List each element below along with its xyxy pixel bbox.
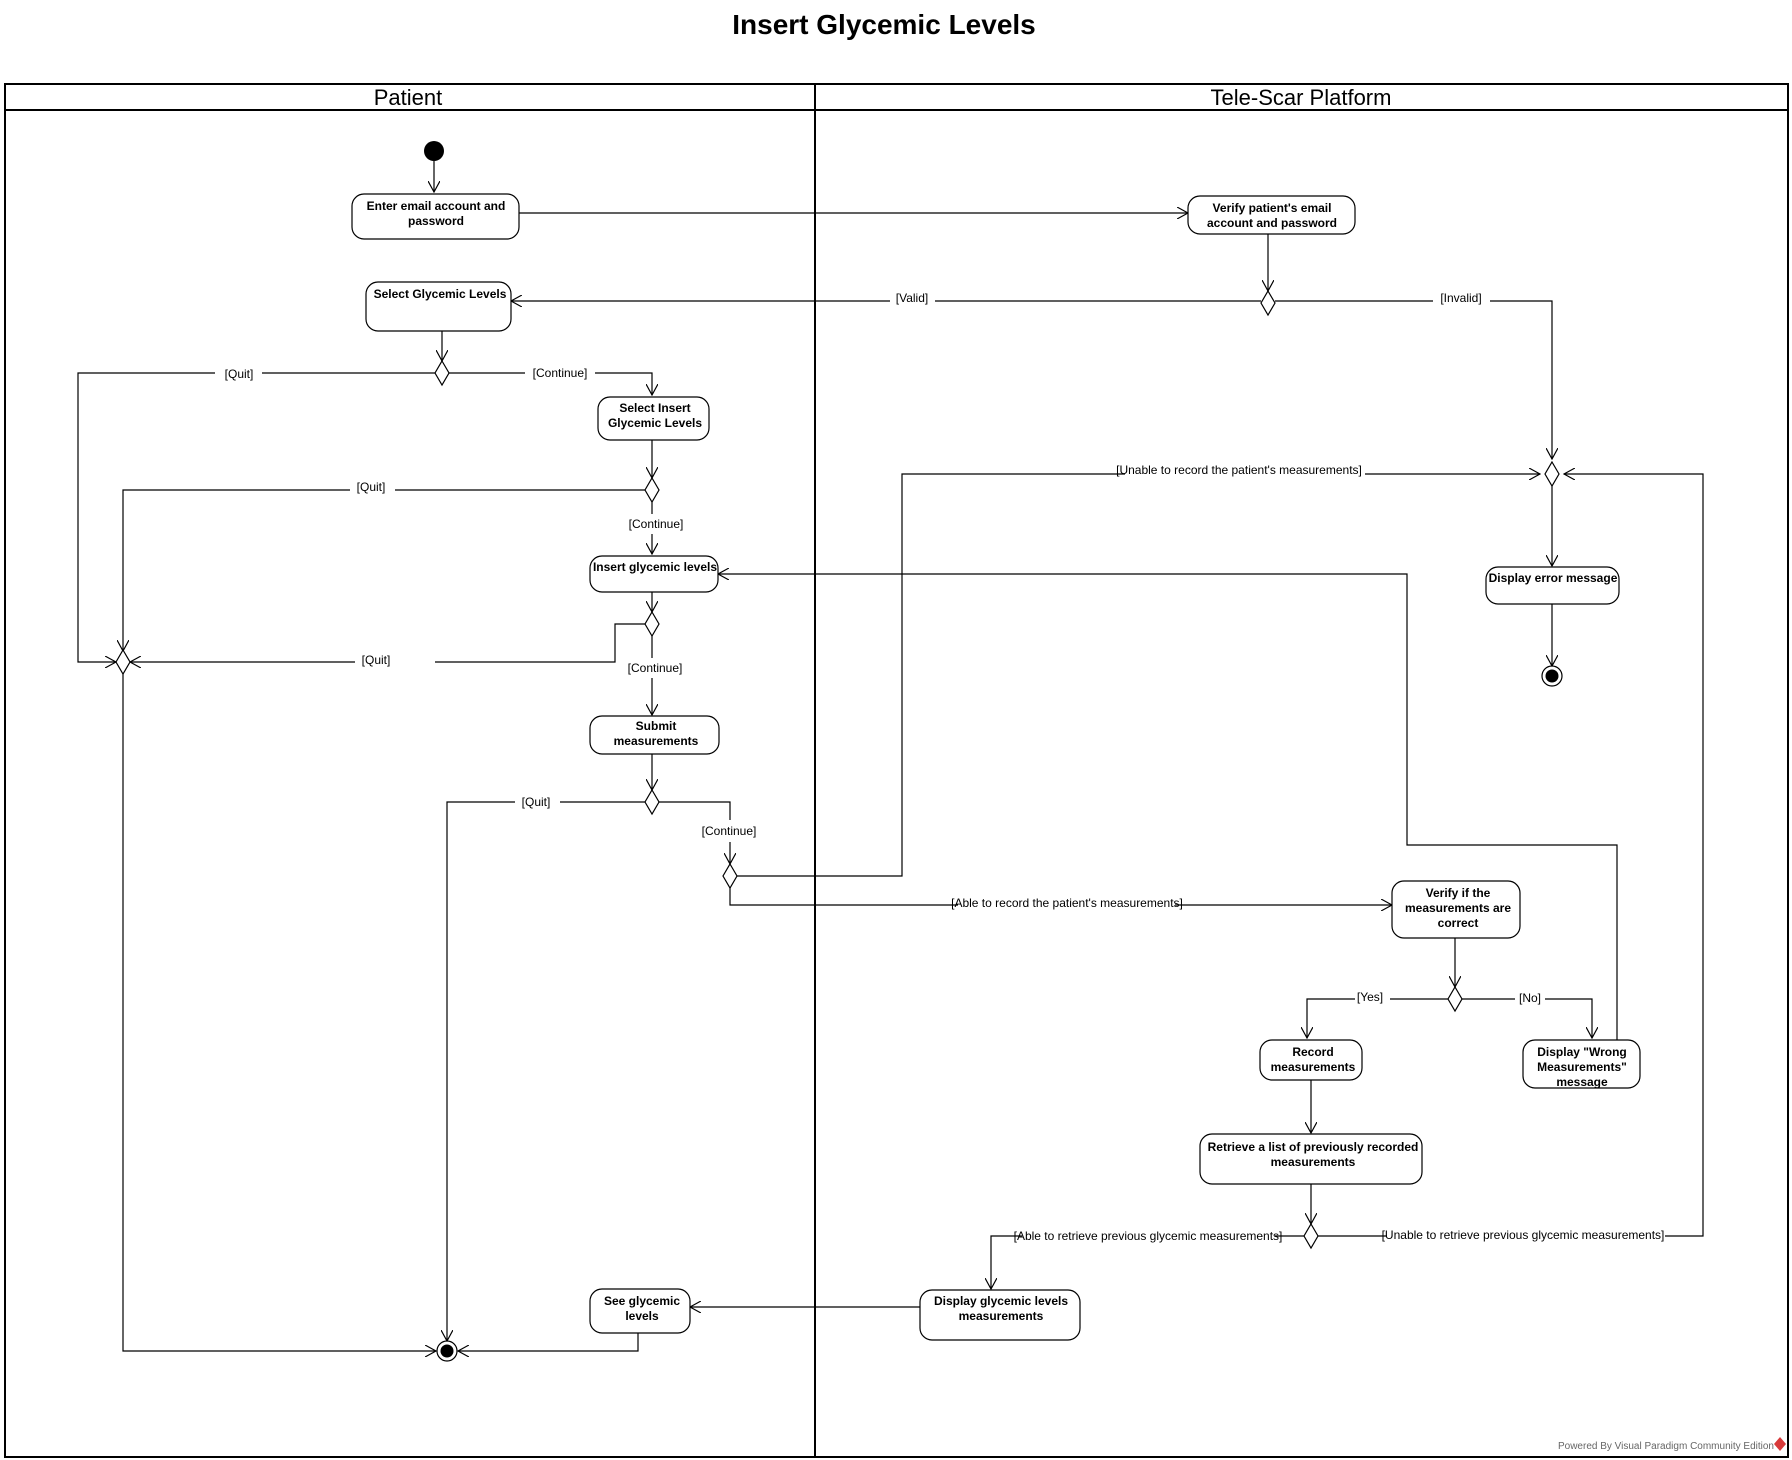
vp-logo-icon	[1774, 1437, 1786, 1451]
guard-labels: [Valid] [Invalid] [Quit] [Continue] [Qui…	[225, 291, 1665, 1243]
guard-valid: [Valid]	[896, 291, 928, 305]
decision-record	[722, 862, 738, 890]
guard-continue-insert: [Continue]	[628, 661, 683, 675]
guard-unable-retrieve: [Unable to retrieve previous glycemic me…	[1382, 1228, 1665, 1242]
guard-able-retrieve: [Able to retrieve previous glycemic meas…	[1014, 1229, 1283, 1243]
guard-quit-menu: [Quit]	[357, 480, 386, 494]
action-insert-levels: Insert glycemic levels	[589, 555, 719, 593]
final-node-error	[1541, 665, 1563, 687]
guard-quit-insert: [Quit]	[362, 653, 391, 667]
control-flows	[77, 161, 1704, 1351]
guard-unable-record: [Unable to record the patient's measurem…	[1116, 463, 1362, 477]
decision-submit	[644, 788, 660, 816]
lane-title-patient: Patient	[374, 85, 443, 110]
diagram-title: Insert Glycemic Levels	[732, 9, 1036, 40]
decision-nodes	[115, 289, 1560, 1250]
decision-insert	[644, 610, 660, 638]
decision-retrieve	[1303, 1222, 1319, 1250]
action-select-glycemic: Select Glycemic Levels	[365, 281, 512, 332]
guard-continue-menu: [Continue]	[629, 517, 684, 531]
merge-quit	[115, 648, 131, 676]
lane-title-platform: Tele-Scar Platform	[1211, 85, 1392, 110]
guard-quit-select: [Quit]	[225, 367, 254, 381]
svg-text:Retrieve a list of previously: Retrieve a list of previously recordedme…	[1208, 1140, 1419, 1169]
guard-continue-select: [Continue]	[533, 366, 588, 380]
decision-select	[434, 359, 450, 387]
decision-insert-menu	[644, 476, 660, 504]
action-display-error: Display error message	[1485, 566, 1620, 605]
guard-continue-submit: [Continue]	[702, 824, 757, 838]
final-node-patient	[436, 1340, 458, 1362]
swimlane-frame	[4, 83, 1789, 1458]
guard-able-record: [Able to record the patient's measuremen…	[951, 896, 1183, 910]
decision-correct	[1447, 985, 1463, 1013]
svg-text:Display error message: Display error message	[1489, 571, 1618, 585]
guard-quit-submit: [Quit]	[522, 795, 551, 809]
svg-text:Insert glycemic levels: Insert glycemic levels	[593, 560, 717, 574]
footer-credit: Powered By Visual Paradigm Community Edi…	[1558, 1441, 1774, 1452]
guard-no: [No]	[1519, 991, 1541, 1005]
initial-node	[424, 141, 444, 161]
svg-text:Select Glycemic Levels: Select Glycemic Levels	[374, 287, 507, 301]
guard-invalid: [Invalid]	[1440, 291, 1481, 305]
decision-credentials	[1260, 289, 1276, 317]
merge-error	[1544, 460, 1560, 488]
guard-yes: [Yes]	[1357, 990, 1383, 1004]
